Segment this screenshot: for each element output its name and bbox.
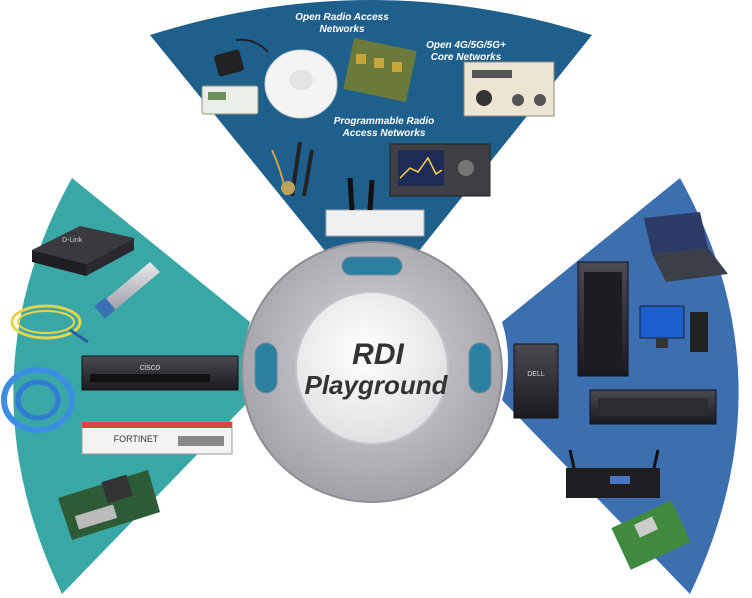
center-title-line2: Playground xyxy=(304,370,448,400)
rack-server-image xyxy=(589,389,717,425)
center-badge: RDI Playground xyxy=(241,241,503,503)
open-ran-label-line1: Open Radio Access xyxy=(295,12,389,23)
circuit-board-image xyxy=(343,37,417,103)
raspberry-pi-image xyxy=(611,500,691,570)
right-wedge: DELL xyxy=(502,178,739,594)
ethernet-cable-image xyxy=(1,367,75,433)
tower-server-image: DELL xyxy=(513,343,559,419)
left-handle xyxy=(254,342,278,394)
core-networks-label-line2: Core Networks xyxy=(431,52,502,63)
access-point-image xyxy=(264,49,338,119)
top-handle xyxy=(341,256,403,276)
rack-cabinet-image xyxy=(577,261,629,377)
programmable-ran-label-line2: Access Networks xyxy=(342,128,426,139)
antenna-cables-image xyxy=(271,141,314,197)
laptop-image xyxy=(644,212,728,282)
dell-tower-brand: DELL xyxy=(527,371,545,378)
right-handle xyxy=(468,342,492,394)
spectrum-analyzer-image xyxy=(389,143,491,197)
desktop-switch-image: D-Link xyxy=(32,226,134,276)
fortinet-brand: FORTINET xyxy=(114,434,159,444)
rack-switch-image: cisco xyxy=(81,355,239,391)
cisco-switch-brand: cisco xyxy=(140,362,161,372)
sfp-transceiver-image xyxy=(94,262,160,319)
dlink-brand: D-Link xyxy=(62,237,83,244)
sim-card-image xyxy=(201,85,259,115)
fiber-cable-image xyxy=(10,304,89,344)
core-networks-label-line1: Open 4G/5G/5G+ xyxy=(426,40,506,51)
sdr-radio-image xyxy=(325,177,425,237)
programmable-ran-label-line1: Programmable Radio xyxy=(334,116,435,127)
usb-dongle-image xyxy=(214,38,269,77)
network-card-image xyxy=(58,470,160,540)
open-ran-label-line2: Networks xyxy=(319,24,364,35)
top-wedge: Open Radio Access Networks Open 4G/5G/5G… xyxy=(150,0,592,262)
firewall-appliance-image: FORTINET xyxy=(81,421,233,455)
desktop-pc-image xyxy=(639,305,708,352)
mini-pc-image xyxy=(566,449,660,498)
center-title-line1: RDI xyxy=(352,338,404,371)
center-disc xyxy=(295,291,449,445)
left-wedge: D-Link cisco FORTINET xyxy=(1,178,250,594)
right-wedge-shape xyxy=(502,178,739,594)
signal-generator-image xyxy=(463,61,555,117)
